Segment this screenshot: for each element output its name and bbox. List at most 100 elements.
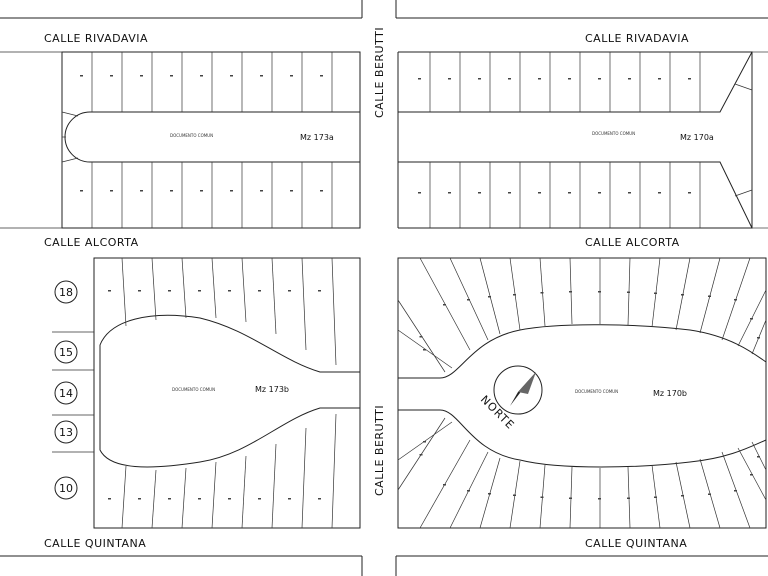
street-label-berutti-top: CALLE BERUTTI bbox=[373, 27, 386, 118]
lot-dimension-mark bbox=[258, 498, 261, 500]
lot-dimension-mark bbox=[80, 190, 83, 192]
block-170b: DOCUMENTO COMUN Mz 170b bbox=[397, 257, 767, 529]
lot-number-10: 10 bbox=[54, 476, 78, 500]
lot-dimension-mark bbox=[568, 192, 571, 194]
lot-dimension-mark bbox=[230, 190, 233, 192]
lot-dimension-mark bbox=[598, 498, 601, 500]
lot-dimension-mark bbox=[681, 294, 684, 296]
block-label-170a: Mz 170a bbox=[680, 133, 714, 142]
common-area-label: DOCUMENTO COMUN bbox=[172, 387, 215, 392]
lot-boundary bbox=[211, 461, 217, 529]
lot-dimension-mark bbox=[423, 349, 426, 351]
lot-dimension-mark bbox=[228, 498, 231, 500]
lot-dimension-mark bbox=[467, 299, 470, 301]
block-173a: DOCUMENTO COMUN Mz 173a bbox=[61, 51, 361, 229]
lot-dimension-mark bbox=[508, 192, 511, 194]
lot-dimension-mark bbox=[320, 75, 323, 77]
lot-dimension-mark bbox=[168, 498, 171, 500]
lot-boundary bbox=[211, 257, 217, 319]
lot-dimension-mark bbox=[418, 192, 421, 194]
lot-boundary bbox=[241, 455, 247, 529]
lot-dimension-mark bbox=[138, 290, 141, 292]
lot-dimension-mark bbox=[688, 78, 691, 80]
street-label-alcorta-right: CALLE ALCORTA bbox=[585, 236, 680, 249]
common-area-label: DOCUMENTO COMUN bbox=[575, 389, 618, 394]
svg-text:13: 13 bbox=[59, 426, 73, 439]
lot-boundary bbox=[121, 465, 127, 529]
lot-dimension-mark bbox=[419, 454, 423, 456]
lot-boundary bbox=[241, 257, 247, 323]
lot-dimension-mark bbox=[488, 296, 491, 298]
svg-text:18: 18 bbox=[59, 286, 73, 299]
lot-number-18: 18 bbox=[54, 280, 78, 304]
lot-dimension-mark bbox=[198, 290, 201, 292]
lot-dimension-mark bbox=[708, 493, 711, 495]
lot-dimension-mark bbox=[318, 498, 321, 500]
lot-dimension-mark bbox=[688, 192, 691, 194]
lot-dimension-mark bbox=[708, 295, 711, 297]
lot-dimension-mark bbox=[628, 192, 631, 194]
lot-dimension-mark bbox=[443, 484, 446, 486]
svg-text:10: 10 bbox=[59, 482, 73, 495]
lot-number-15: 15 bbox=[54, 340, 78, 364]
lot-boundary bbox=[151, 257, 157, 321]
lot-boundary bbox=[271, 257, 277, 335]
lot-dimension-mark bbox=[658, 78, 661, 80]
lot-dimension-mark bbox=[110, 75, 113, 77]
lot-dimension-mark bbox=[627, 497, 630, 499]
lot-dimension-mark bbox=[443, 304, 446, 306]
svg-text:14: 14 bbox=[59, 387, 73, 400]
lot-dimension-mark bbox=[628, 78, 631, 80]
lot-dimension-mark bbox=[478, 78, 481, 80]
lot-dimension-mark bbox=[260, 75, 263, 77]
lot-dimension-mark bbox=[320, 190, 323, 192]
lot-dimension-mark bbox=[138, 498, 141, 500]
lot-dimension-mark bbox=[757, 456, 760, 458]
street-label-alcorta-left: CALLE ALCORTA bbox=[44, 236, 139, 249]
lot-dimension-mark bbox=[419, 336, 423, 338]
lot-number-column: 18 15 14 13 10 bbox=[52, 280, 94, 500]
lot-dimension-mark bbox=[318, 290, 321, 292]
lot-dimension-mark bbox=[200, 75, 203, 77]
lot-dimension-mark bbox=[448, 78, 451, 80]
lot-dimension-mark bbox=[258, 290, 261, 292]
lot-dimension-mark bbox=[627, 291, 630, 293]
lot-dimension-mark bbox=[654, 292, 657, 294]
block-label-173a: Mz 173a bbox=[300, 133, 334, 142]
north-arrow-icon: NORTE bbox=[478, 365, 543, 432]
lot-dimension-mark bbox=[488, 493, 491, 495]
lot-number-14: 14 bbox=[54, 381, 78, 405]
lot-dimension-mark bbox=[230, 75, 233, 77]
lot-dimension-mark bbox=[198, 498, 201, 500]
lot-dimension-mark bbox=[478, 192, 481, 194]
lot-boundary bbox=[734, 189, 753, 197]
lot-dimension-mark bbox=[569, 291, 572, 293]
lot-number-13: 13 bbox=[54, 420, 78, 444]
lot-dimension-mark bbox=[750, 318, 753, 320]
lot-dimension-mark bbox=[260, 190, 263, 192]
block-170a: DOCUMENTO COMUN Mz 170a bbox=[397, 51, 753, 229]
street-label-quintana-right: CALLE QUINTANA bbox=[585, 537, 687, 550]
lot-dimension-mark bbox=[568, 78, 571, 80]
lot-boundary bbox=[121, 257, 127, 327]
lot-dimension-mark bbox=[540, 292, 544, 294]
lot-boundary bbox=[331, 413, 337, 529]
lot-boundary bbox=[61, 157, 79, 163]
lot-dimension-mark bbox=[290, 190, 293, 192]
block-label-170b: Mz 170b bbox=[653, 389, 687, 398]
street-label-rivadavia-left: CALLE RIVADAVIA bbox=[44, 32, 148, 45]
svg-text:15: 15 bbox=[59, 346, 73, 359]
lot-boundary bbox=[301, 427, 307, 529]
lot-dimension-mark bbox=[658, 192, 661, 194]
lot-boundary bbox=[181, 257, 187, 319]
lot-dimension-mark bbox=[540, 496, 544, 498]
block-label-173b: Mz 173b bbox=[255, 385, 289, 394]
lot-boundary bbox=[151, 469, 157, 529]
lot-dimension-mark bbox=[750, 474, 753, 476]
lot-dimension-mark bbox=[170, 75, 173, 77]
lot-dimension-mark bbox=[288, 498, 291, 500]
lot-boundary bbox=[734, 83, 753, 91]
lot-dimension-mark bbox=[757, 337, 760, 339]
lot-boundary bbox=[271, 443, 277, 529]
